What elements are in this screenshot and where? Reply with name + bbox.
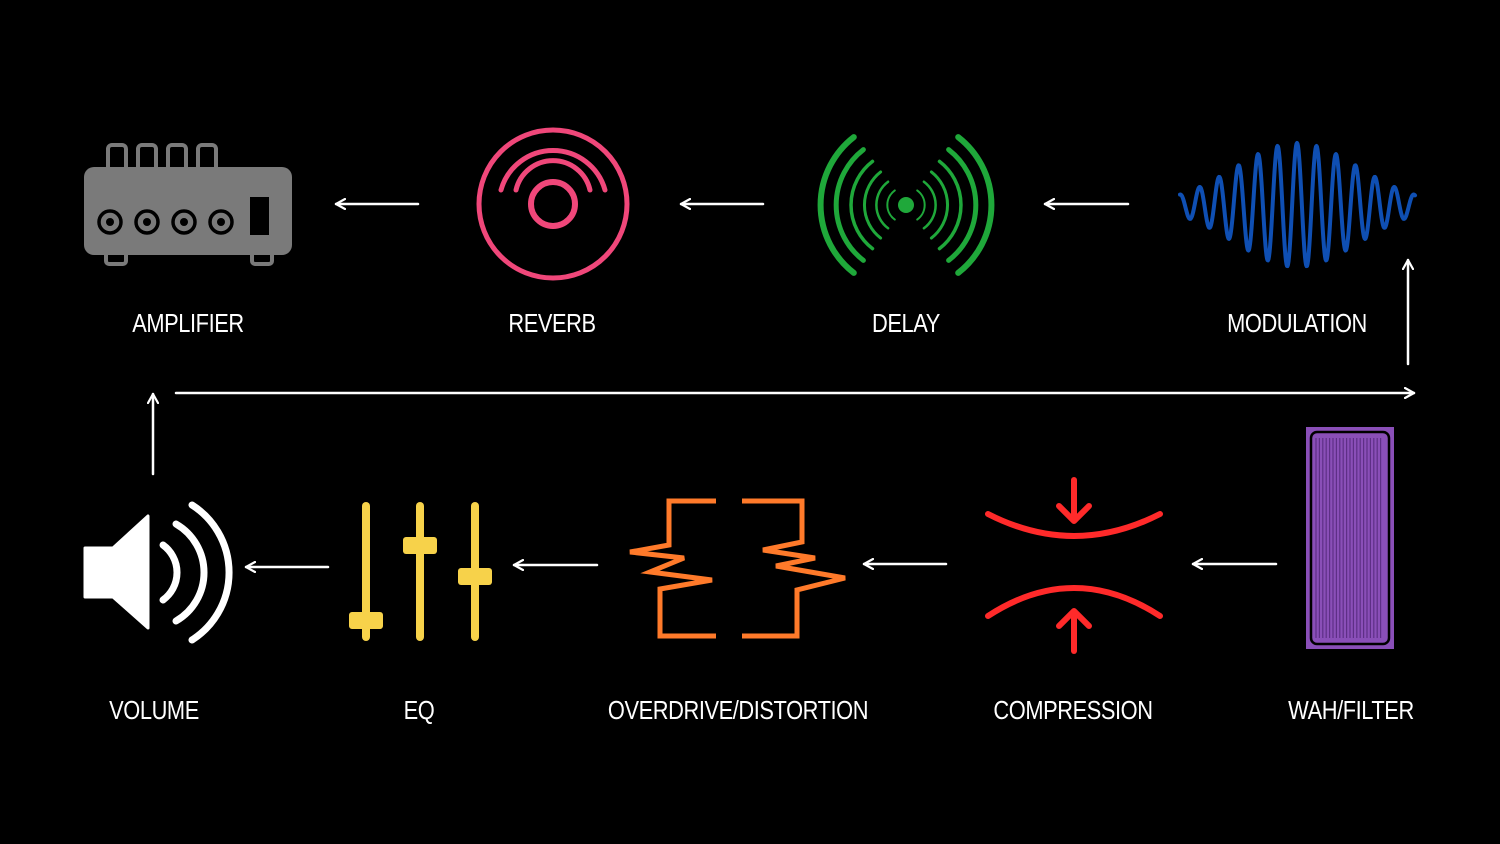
reverb-rings-icon <box>476 127 630 281</box>
wah-tread-lines <box>1315 438 1382 638</box>
label-modulation: MODULATION <box>1227 308 1367 338</box>
eq-slider-knob <box>403 537 437 554</box>
wah-pedal-tread <box>1309 430 1391 646</box>
compression-top-arc <box>985 511 1163 539</box>
wah-pedal-icon <box>1306 427 1394 649</box>
sound-wave-medium <box>172 520 208 625</box>
label-compression: COMPRESSION <box>993 695 1153 725</box>
reverb-core-ring <box>528 179 578 229</box>
compression-down-arrow-head <box>1056 503 1092 524</box>
amp-knob <box>97 209 123 235</box>
eq-sliders-icon <box>349 502 492 641</box>
label-eq: EQ <box>403 695 435 725</box>
eq-slider-knob <box>458 568 492 585</box>
sound-wave-small <box>159 541 181 604</box>
label-delay: DELAY <box>872 308 940 338</box>
delay-waves-icon <box>817 134 995 276</box>
compression-bottom-arc <box>985 585 1163 619</box>
speaker-cone <box>83 514 150 630</box>
amp-knob <box>171 209 197 235</box>
overdrive-left-half <box>629 498 716 639</box>
sound-wave-large <box>188 501 233 644</box>
modulation-wave-icon <box>1178 141 1417 269</box>
speaker-volume-icon <box>83 501 233 644</box>
reverb-outer-ring <box>476 127 630 281</box>
compression-up-arrow-head <box>1056 608 1092 629</box>
amp-knob <box>134 209 160 235</box>
overdrive-right-half <box>742 498 846 639</box>
flow-arrows <box>153 204 1416 567</box>
reverb-arc-outer <box>498 148 608 193</box>
label-volume: VOLUME <box>109 695 199 725</box>
label-overdrive: OVERDRIVE/DISTORTION <box>607 695 869 725</box>
label-reverb: REVERB <box>508 308 596 338</box>
amp-switch <box>250 197 269 235</box>
label-wah-filter: WAH/FILTER <box>1288 695 1414 725</box>
label-amplifier: AMPLIFIER <box>132 308 244 338</box>
amplifier-head-icon <box>84 143 292 266</box>
amp-knob <box>208 209 234 235</box>
compression-arrows-icon <box>985 477 1163 654</box>
eq-slider-knob <box>349 612 383 629</box>
modulation-waveform <box>1178 141 1417 269</box>
overdrive-zigzag-icon <box>629 498 846 639</box>
delay-center-dot <box>898 197 914 213</box>
reverb-arc-inner <box>513 158 593 193</box>
